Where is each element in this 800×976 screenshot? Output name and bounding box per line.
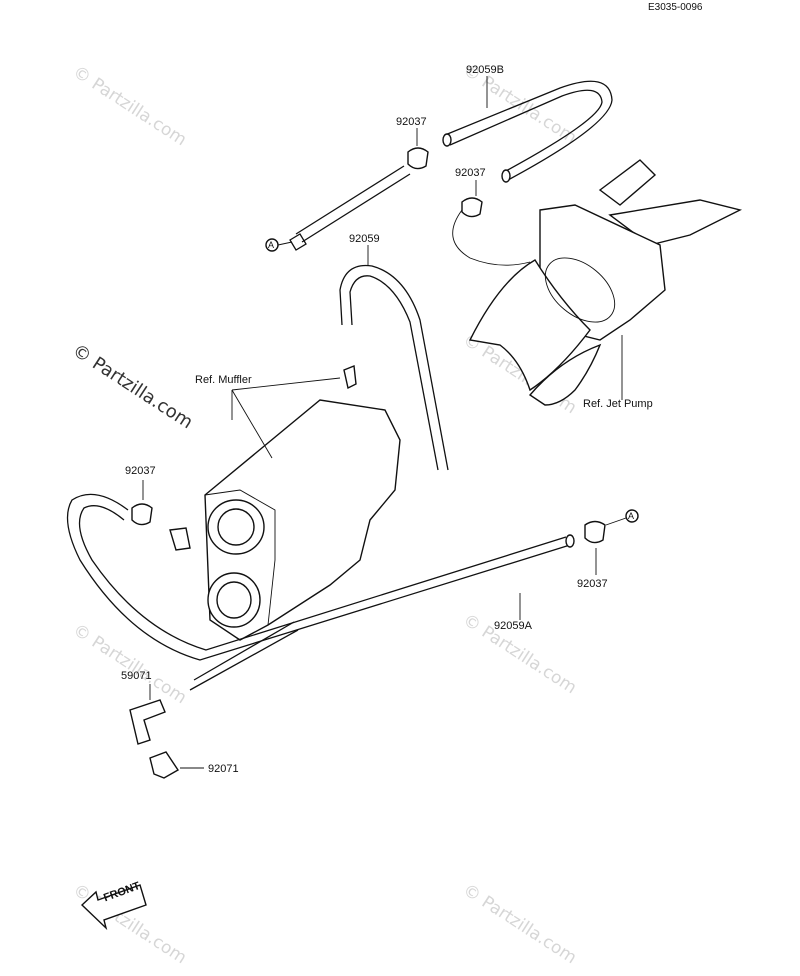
label-92037-left: 92037 bbox=[125, 465, 156, 477]
label-92059: 92059 bbox=[349, 233, 380, 245]
cap-92071 bbox=[149, 751, 204, 779]
label-59071: 59071 bbox=[121, 670, 152, 682]
label-ref-jet-pump: Ref. Jet Pump bbox=[583, 398, 653, 410]
hose-92059 bbox=[339, 245, 449, 471]
clamp-92037-right bbox=[584, 509, 639, 575]
label-92037-right: 92037 bbox=[577, 578, 608, 590]
fitting-59071 bbox=[129, 684, 166, 745]
marker-a-right: A bbox=[628, 511, 635, 521]
marker-a-top: A bbox=[268, 240, 275, 250]
label-92037-top: 92037 bbox=[396, 116, 427, 128]
diagram-code: E3035-0096 bbox=[648, 2, 703, 13]
front-arrow-icon bbox=[80, 884, 147, 931]
label-92059a: 92059A bbox=[494, 620, 532, 632]
jet-pump bbox=[468, 159, 743, 406]
label-92059b: 92059B bbox=[466, 64, 504, 76]
label-92071: 92071 bbox=[208, 763, 239, 775]
label-ref-muffler: Ref. Muffler bbox=[195, 374, 252, 386]
clamp-92037-top bbox=[407, 128, 429, 170]
pipe-to-a-top bbox=[265, 165, 411, 252]
muffler bbox=[204, 365, 401, 641]
hose-92059a bbox=[66, 493, 575, 691]
clamp-92037-mid bbox=[452, 180, 531, 266]
clamp-92037-left bbox=[131, 480, 191, 551]
hose-92059b bbox=[442, 76, 613, 183]
label-92037-mid: 92037 bbox=[455, 167, 486, 179]
